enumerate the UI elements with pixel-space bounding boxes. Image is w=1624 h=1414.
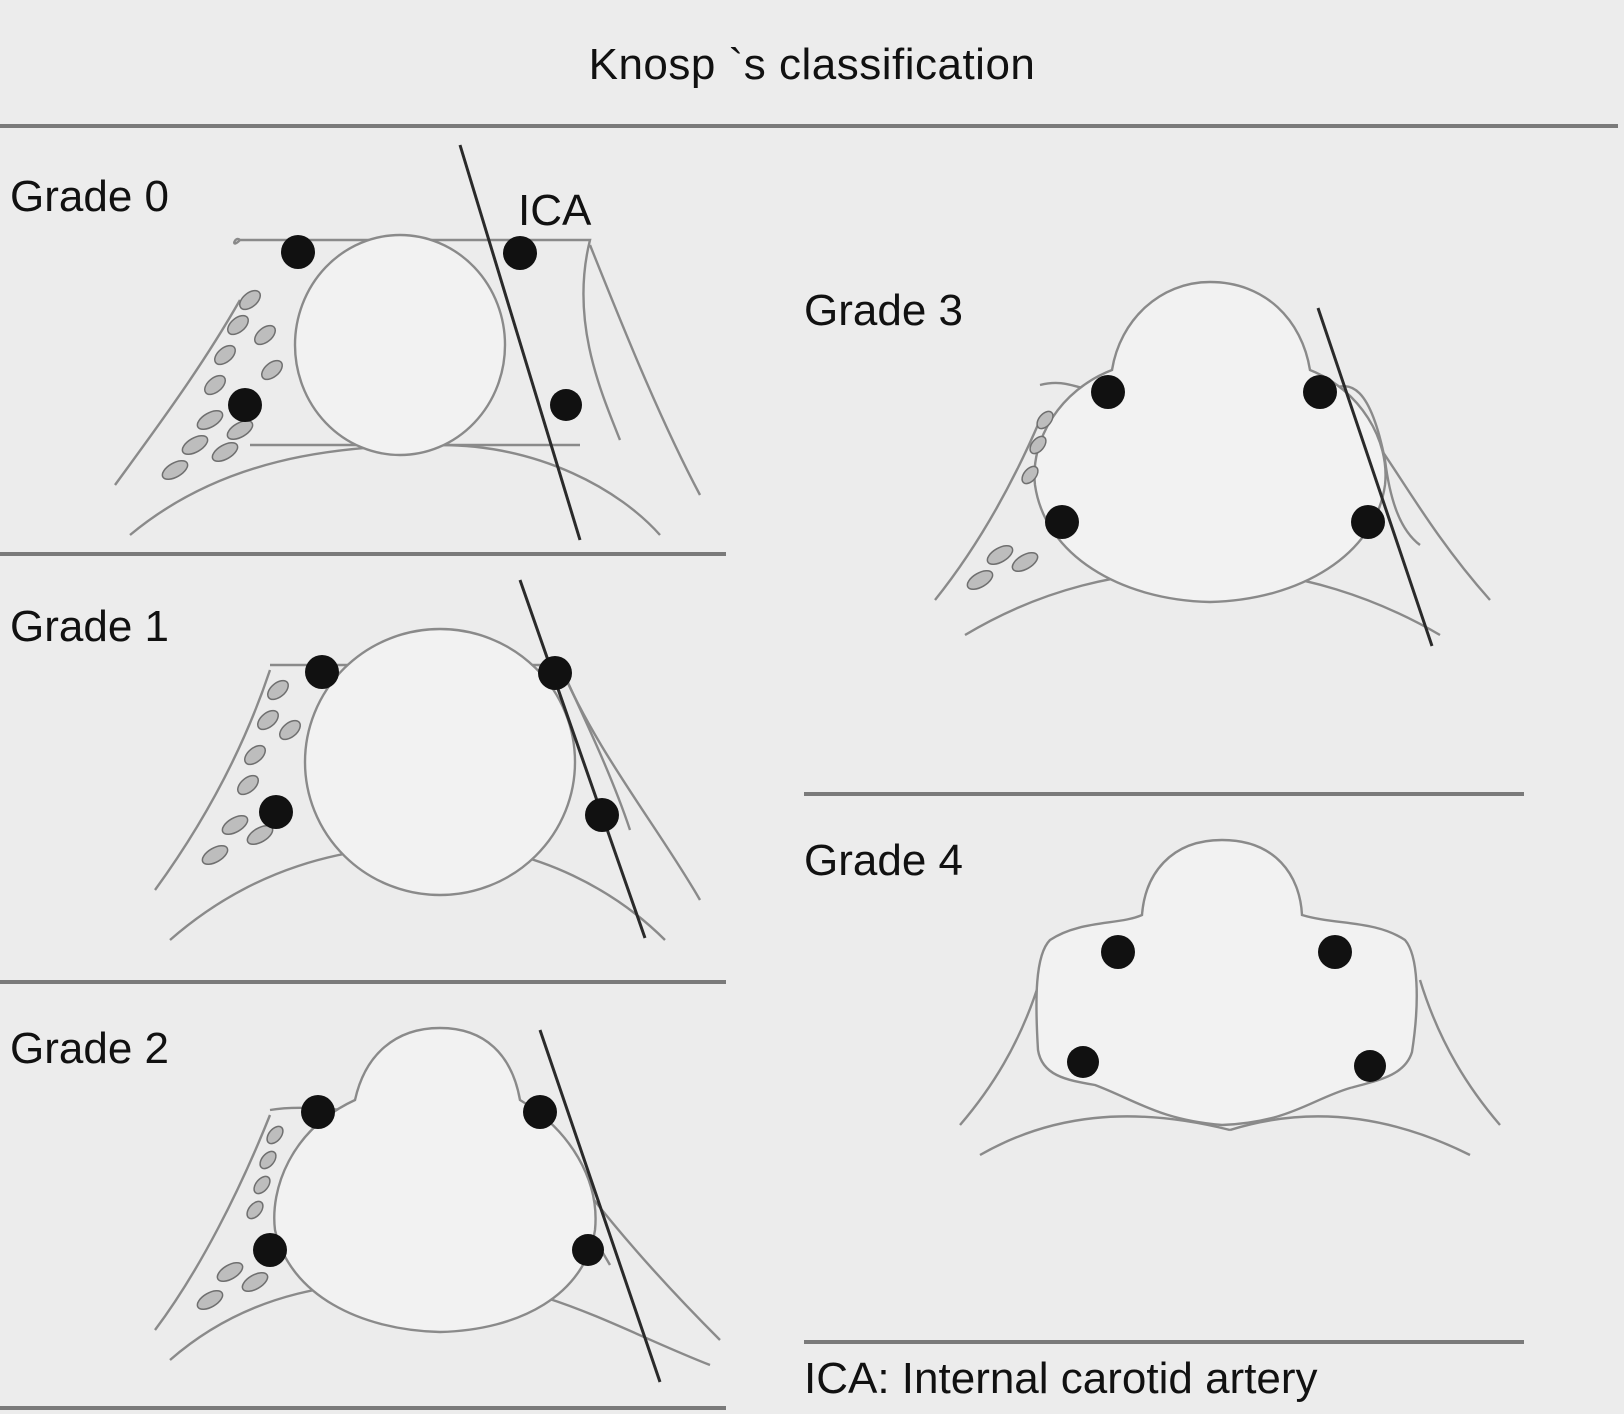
carotid-dot [281,235,315,269]
carotid-dot [1091,375,1125,409]
ica-line [1316,307,1434,647]
grade-4-label: Grade 4 [804,836,963,885]
tumor [293,233,507,457]
ica-line [458,144,582,541]
carotid-dot [305,655,339,689]
carotid-dot [1351,505,1385,539]
carotid-dot [503,236,537,270]
grade-2-diagram [154,1026,721,1383]
carotid-dot [572,1234,604,1266]
ica-line [538,1029,662,1383]
carotid-dot [585,798,619,832]
grade-3-label: Grade 3 [804,286,963,335]
carotid-dot [1101,935,1135,969]
cavernous-sinus-nerves [196,1125,284,1311]
carotid-dot [550,389,582,421]
cavernous-sinus-nerves [161,289,283,481]
cavernous-sinus-nerves [966,410,1054,591]
grade-0-diagram [114,144,702,541]
ica-label: ICA [518,186,592,235]
grade-0-label: Grade 0 [10,172,169,221]
divider [0,980,726,984]
tumor [273,1026,597,1334]
ica-line [518,579,647,939]
carotid-dot [259,795,293,829]
divider [0,1406,726,1410]
carotid-dot [1354,1050,1386,1082]
cavernous-sinus-nerves [201,679,301,866]
divider [0,552,726,556]
divider [804,1340,1524,1344]
carotid-dot [228,388,262,422]
carotid-dot [1067,1046,1099,1078]
carotid-dot [523,1095,557,1129]
grade-1-label: Grade 1 [10,602,169,651]
carotid-dot [253,1233,287,1267]
grade-2-label: Grade 2 [10,1024,169,1073]
carotid-dot [1318,935,1352,969]
carotid-dot [1045,505,1079,539]
grade-3-diagram [934,280,1491,647]
tumor [303,627,577,897]
grade-4-diagram [959,838,1501,1157]
carotid-dot [1303,375,1337,409]
carotid-dot [301,1095,335,1129]
divider [804,792,1524,796]
carotid-dot [538,656,572,690]
footnote: ICA: Internal carotid artery [804,1354,1318,1403]
tumor [1035,838,1418,1127]
figure-title: Knosp `s classification [588,40,1036,89]
top-divider [0,124,1618,128]
tumor [1033,280,1387,604]
grade-1-diagram [154,579,702,941]
